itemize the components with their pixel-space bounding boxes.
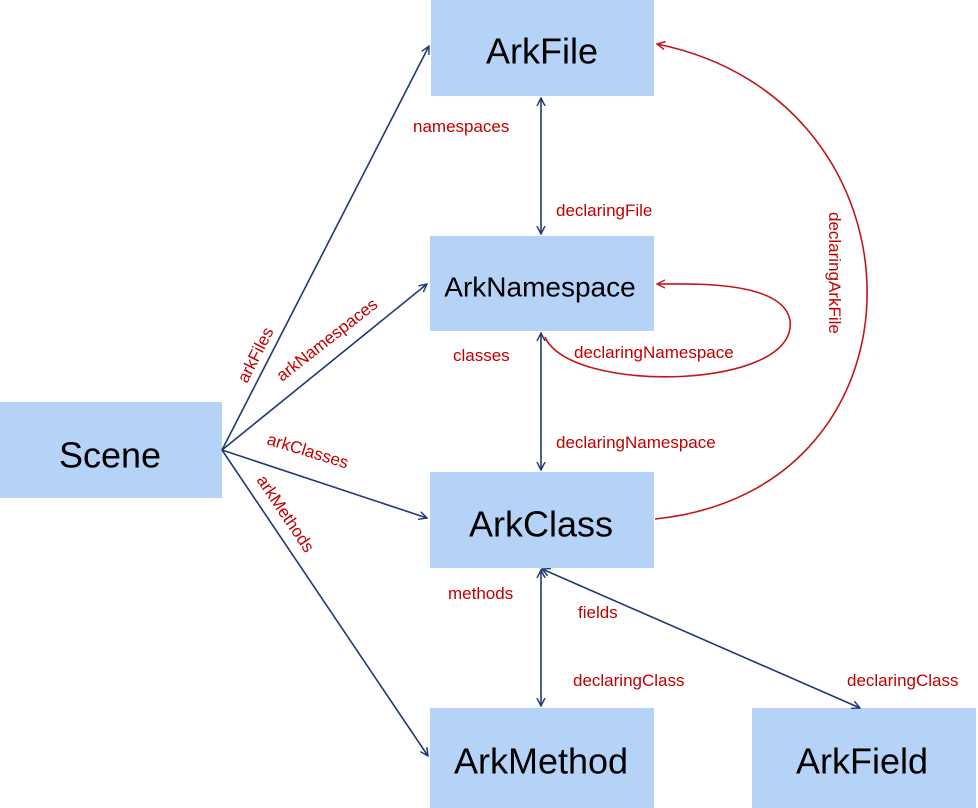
node-ark-class: ArkClass xyxy=(430,472,654,568)
label-declaring-class-field: declaringClass xyxy=(847,671,959,690)
node-scene-label: Scene xyxy=(59,435,161,476)
label-classes: classes xyxy=(453,346,510,365)
edge-scene-to-ark-namespace xyxy=(221,284,427,451)
edge-ark-class-to-ark-file xyxy=(654,44,868,520)
label-declaring-ark-file: declaringArkFile xyxy=(825,212,844,334)
label-ark-classes: arkClasses xyxy=(265,430,351,473)
edge-scene-to-ark-file xyxy=(221,46,429,451)
edge-ark-namespace-self-loop xyxy=(544,284,791,378)
node-ark-method: ArkMethod xyxy=(430,708,654,808)
edge-scene-to-ark-class xyxy=(221,449,427,518)
label-declaring-file: declaringFile xyxy=(556,201,652,220)
label-declaring-class-method: declaringClass xyxy=(573,671,685,690)
node-ark-namespace: ArkNamespace xyxy=(430,236,654,331)
node-ark-namespace-label: ArkNamespace xyxy=(444,272,635,303)
label-methods: methods xyxy=(448,584,513,603)
label-ark-namespaces: arkNamespaces xyxy=(273,295,381,386)
node-ark-field: ArkField xyxy=(752,708,976,808)
node-ark-file-label: ArkFile xyxy=(486,31,598,72)
node-ark-field-label: ArkField xyxy=(796,741,928,782)
node-ark-class-label: ArkClass xyxy=(469,504,613,545)
label-declaring-namespace: declaringNamespace xyxy=(556,433,716,452)
edge-scene-to-ark-method xyxy=(221,449,428,756)
label-fields: fields xyxy=(578,603,618,622)
node-ark-method-label: ArkMethod xyxy=(454,741,628,782)
edge-ark-class-ark-field xyxy=(542,569,860,708)
node-ark-file: ArkFile xyxy=(431,0,654,96)
label-declaring-namespace-self: declaringNamespace xyxy=(574,343,734,362)
label-namespaces: namespaces xyxy=(413,117,509,136)
node-scene: Scene xyxy=(0,402,222,498)
